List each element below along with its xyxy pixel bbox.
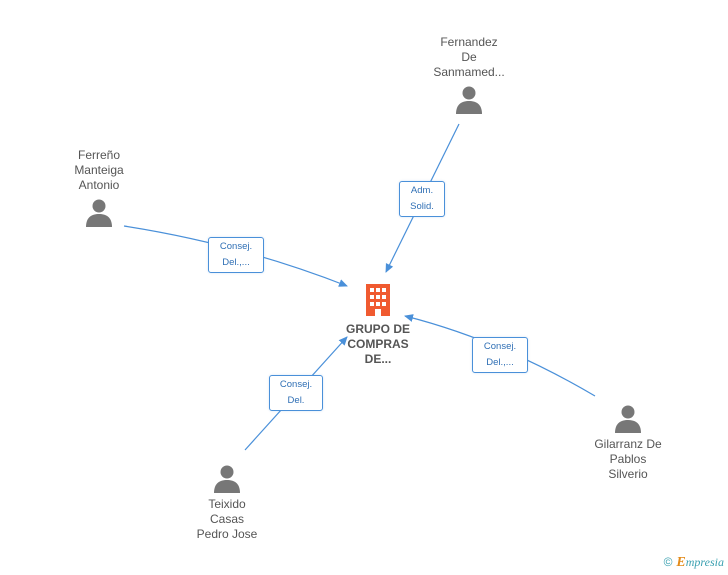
empresia-logo[interactable]: ©Empresia <box>664 555 724 571</box>
brand-name: mpresia <box>685 555 724 569</box>
role-label: Solid. <box>410 201 434 212</box>
role-label: Consej. <box>279 379 313 390</box>
person-node-gilarranz[interactable]: Gilarranz De Pablos Silverio <box>573 403 683 482</box>
person-icon <box>615 405 641 433</box>
person-name: Gilarranz De Pablos Silverio <box>594 437 662 481</box>
person-node-teixido[interactable]: Teixido Casas Pedro Jose <box>172 463 282 542</box>
role-label: Del.,... <box>486 357 514 368</box>
role-label: Consej. <box>483 341 517 352</box>
person-node-ferreno[interactable]: Ferreño Manteiga Antonio <box>44 148 154 227</box>
person-icon <box>456 86 482 114</box>
brand-initial: E <box>676 555 686 570</box>
building-icon <box>366 284 390 316</box>
role-label: Del.,... <box>222 257 250 268</box>
role-label: Del. <box>287 395 305 406</box>
person-node-fernandez[interactable]: Fernandez De Sanmamed... <box>414 35 524 114</box>
role-badge-ferreno[interactable]: Consej. Del.,... <box>208 237 264 273</box>
company-name: GRUPO DE COMPRAS DE... <box>345 322 410 366</box>
person-name: Teixido Casas Pedro Jose <box>196 497 258 541</box>
copyright-symbol: © <box>663 555 673 569</box>
person-icon <box>86 199 112 227</box>
person-name: Ferreño Manteiga Antonio <box>74 148 124 192</box>
role-label: Adm. <box>410 185 434 196</box>
role-label: Consej. <box>219 241 253 252</box>
person-icon <box>214 465 240 493</box>
person-name: Fernandez De Sanmamed... <box>433 35 505 79</box>
company-node[interactable]: GRUPO DE COMPRAS DE... <box>332 282 424 367</box>
role-badge-gilarranz[interactable]: Consej. Del.,... <box>472 337 528 373</box>
role-badge-fernandez[interactable]: Adm. Solid. <box>399 181 445 217</box>
role-badge-teixido[interactable]: Consej. Del. <box>269 375 323 411</box>
